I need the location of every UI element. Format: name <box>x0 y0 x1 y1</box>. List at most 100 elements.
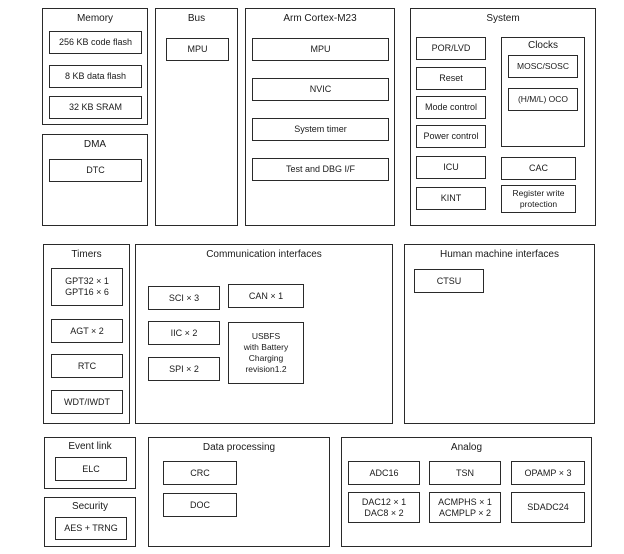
adc16-box: ADC16 <box>348 461 420 485</box>
bus-title: Bus <box>187 13 206 24</box>
usbfs-line3: Charging <box>248 353 284 363</box>
bus-mpu-box: MPU <box>166 38 229 61</box>
can-box: CAN × 1 <box>228 284 304 308</box>
communication-interfaces-group: Communication interfaces SCI × 3 IIC × 2… <box>135 244 393 424</box>
system-group: System POR/LVD Reset Mode control Power … <box>410 8 596 226</box>
cac-label: CAC <box>528 163 548 173</box>
cortex-mpu-box: MPU <box>252 38 389 61</box>
spi-label: SPI × 2 <box>169 363 199 374</box>
reset-label: Reset <box>439 73 463 83</box>
bus-mpu-label: MPU <box>187 44 208 54</box>
wdt-iwdt-box: WDT/IWDT <box>51 390 123 414</box>
icu-label: ICU <box>443 162 459 172</box>
data-flash-box: 8 KB data flash <box>49 65 142 88</box>
system-timer-box: System timer <box>252 118 389 141</box>
opamp-box: OPAMP × 3 <box>511 461 585 485</box>
event-link-group: Event link ELC <box>44 437 136 489</box>
dma-group: DMA DTC <box>42 134 148 226</box>
acmp-box: ACMPHS × 1 ACMPLP × 2 <box>429 492 501 523</box>
doc-label: DOC <box>190 499 210 510</box>
timers-title: Timers <box>71 249 102 260</box>
gpt16-label: GPT16 × 6 <box>65 287 109 297</box>
mosc-sosc-box: MOSC/SOSC <box>508 55 578 78</box>
por-lvd-label: POR/LVD <box>431 43 471 53</box>
ctsu-label: CTSU <box>436 275 462 286</box>
kint-box: KINT <box>416 187 486 210</box>
spi-box: SPI × 2 <box>148 357 220 381</box>
iic-box: IIC × 2 <box>148 321 220 345</box>
communication-interfaces-title: Communication interfaces <box>206 249 322 260</box>
cortex-title: Arm Cortex-M23 <box>283 13 357 24</box>
dtc-box: DTC <box>49 159 142 182</box>
oco-box: (H/M/L) OCO <box>508 88 578 111</box>
kint-label: KINT <box>440 193 462 203</box>
doc-box: DOC <box>163 493 237 517</box>
nvic-box: NVIC <box>252 78 389 101</box>
gpt32-label: GPT32 × 1 <box>65 276 109 286</box>
crc-box: CRC <box>163 461 237 485</box>
register-write-protection-box: Register write protection <box>501 185 576 213</box>
nvic-label: NVIC <box>309 84 332 94</box>
tsn-label: TSN <box>456 467 474 478</box>
aes-trng-label: AES + TRNG <box>64 523 118 533</box>
usbfs-line1: USBFS <box>251 331 281 341</box>
security-group: Security AES + TRNG <box>44 497 136 547</box>
crc-label: CRC <box>190 467 210 478</box>
clocks-title: Clocks <box>527 40 558 51</box>
elc-box: ELC <box>55 457 127 481</box>
sci-label: SCI × 3 <box>168 292 200 303</box>
power-control-label: Power control <box>423 131 479 141</box>
acmphs-label: ACMPHS × 1 <box>438 496 492 507</box>
clocks-subgroup: Clocks MOSC/SOSC (H/M/L) OCO <box>501 37 585 147</box>
dma-title: DMA <box>83 139 107 150</box>
dac-box: DAC12 × 1 DAC8 × 2 <box>348 492 420 523</box>
usbfs-line4: revision1.2 <box>245 364 287 374</box>
power-control-box: Power control <box>416 125 486 148</box>
adc16-label: ADC16 <box>369 467 399 478</box>
security-title: Security <box>71 501 109 512</box>
bus-group: Bus MPU <box>155 8 238 226</box>
analog-title: Analog <box>450 442 483 453</box>
sdadc24-label: SDADC24 <box>527 502 569 512</box>
system-title: System <box>486 13 520 24</box>
human-machine-interfaces-title: Human machine interfaces <box>440 249 559 260</box>
code-flash-label: 256 KB code flash <box>58 37 133 47</box>
system-timer-label: System timer <box>294 124 347 134</box>
iic-label: IIC × 2 <box>170 327 198 338</box>
dac12-label: DAC12 × 1 <box>361 496 407 507</box>
reset-box: Reset <box>416 67 486 90</box>
memory-title: Memory <box>76 13 114 24</box>
opamp-label: OPAMP × 3 <box>524 467 572 478</box>
memory-group: Memory 256 KB code flash 8 KB data flash… <box>42 8 148 125</box>
sram-label: 32 KB SRAM <box>68 102 123 112</box>
tsn-box: TSN <box>429 461 501 485</box>
mode-control-label: Mode control <box>424 102 478 112</box>
data-flash-label: 8 KB data flash <box>64 71 127 81</box>
human-machine-interfaces-group: Human machine interfaces CTSU <box>404 244 595 424</box>
sci-box: SCI × 3 <box>148 286 220 310</box>
oco-label: (H/M/L) OCO <box>517 94 569 104</box>
event-link-title: Event link <box>68 441 112 452</box>
mode-control-box: Mode control <box>416 96 486 119</box>
sram-box: 32 KB SRAM <box>49 96 142 119</box>
agt-label: AGT × 2 <box>70 325 104 336</box>
analog-group: Analog ADC16 TSN OPAMP × 3 DAC12 × 1 DAC… <box>341 437 592 547</box>
code-flash-box: 256 KB code flash <box>49 31 142 54</box>
usbfs-box: USBFS with Battery Charging revision1.2 <box>228 322 304 384</box>
wdt-iwdt-label: WDT/IWDT <box>64 396 110 407</box>
cortex-mpu-label: MPU <box>310 44 331 54</box>
dac8-label: DAC8 × 2 <box>364 507 404 518</box>
timers-group: Timers GPT32 × 1 GPT16 × 6 AGT × 2 RTC W… <box>43 244 130 424</box>
test-dbg-box: Test and DBG I/F <box>252 158 389 181</box>
register-write-line2: protection <box>519 199 558 209</box>
icu-box: ICU <box>416 156 486 179</box>
ctsu-box: CTSU <box>414 269 484 293</box>
agt-box: AGT × 2 <box>51 319 123 343</box>
aes-trng-box: AES + TRNG <box>55 517 127 540</box>
por-lvd-box: POR/LVD <box>416 37 486 60</box>
mosc-sosc-label: MOSC/SOSC <box>517 61 569 71</box>
can-label: CAN × 1 <box>248 290 284 301</box>
gpt-box: GPT32 × 1 GPT16 × 6 <box>51 268 123 306</box>
elc-label: ELC <box>82 463 100 474</box>
